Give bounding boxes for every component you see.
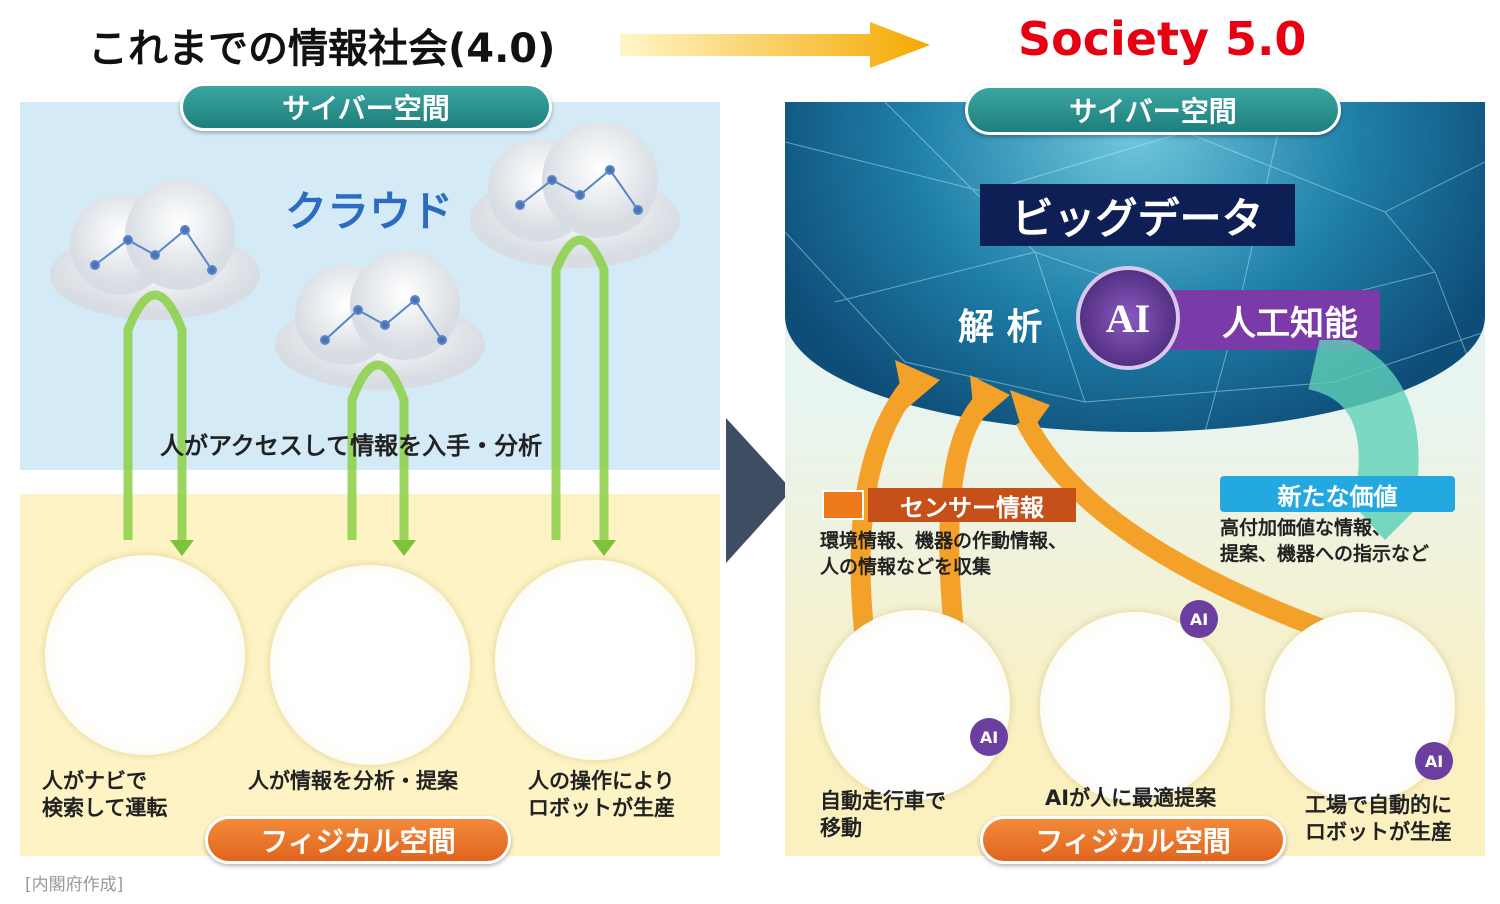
right-title: Society 5.0	[1018, 12, 1307, 66]
caption-autonomous-car: 自動走行車で 移動	[820, 789, 946, 840]
cloud-graphics	[50, 122, 680, 556]
caption-factory-robot: 工場で自動的に ロボットが生産	[1305, 793, 1452, 844]
source-note: [内閣府作成]	[25, 875, 124, 895]
ai-badge: AI	[1415, 742, 1453, 780]
sensor-icon	[822, 490, 864, 520]
sensor-label: センサー情報	[868, 488, 1076, 522]
left-title: これまでの情報社会(4.0)	[88, 26, 556, 72]
analysis-label: 解 析	[958, 307, 1043, 348]
robot-operation-illustration	[495, 560, 695, 760]
transition-arrow	[620, 22, 930, 68]
ai-circle: AI	[1076, 266, 1180, 370]
ai-badge: AI	[970, 718, 1008, 756]
ai-proposal-illustration	[1040, 612, 1230, 802]
caption-navi: 人がナビで 検索して運転	[42, 769, 168, 820]
caption-ai-proposal: AIが人に最適提案	[1045, 786, 1217, 810]
navi-illustration	[45, 555, 245, 755]
left-cyber-label: サイバー空間	[180, 83, 552, 131]
bigdata-box: ビッグデータ	[980, 184, 1295, 246]
caption-analysis: 人が情報を分析・提案	[248, 769, 458, 793]
sensor-text: 環境情報、機器の作動情報、 人の情報などを収集	[820, 530, 1068, 578]
left-physical-label: フィジカル空間	[205, 816, 511, 864]
value-label: 新たな価値	[1220, 476, 1455, 512]
ai-badge: AI	[1180, 600, 1218, 638]
analysis-illustration	[270, 565, 470, 765]
caption-robot-operation: 人の操作により ロボットが生産	[528, 769, 675, 820]
access-text: 人がアクセスして情報を入手・分析	[160, 432, 543, 460]
transition-triangle-icon	[726, 418, 792, 563]
access-arrows	[123, 235, 609, 540]
right-cyber-label: サイバー空間	[965, 85, 1341, 135]
cloud-icon	[275, 250, 485, 390]
cloud-label: クラウド	[285, 187, 454, 236]
autonomous-car-illustration	[820, 610, 1010, 800]
value-text: 高付加価値な情報、 提案、機器への指示など	[1220, 517, 1430, 565]
right-physical-label: フィジカル空間	[980, 816, 1286, 864]
